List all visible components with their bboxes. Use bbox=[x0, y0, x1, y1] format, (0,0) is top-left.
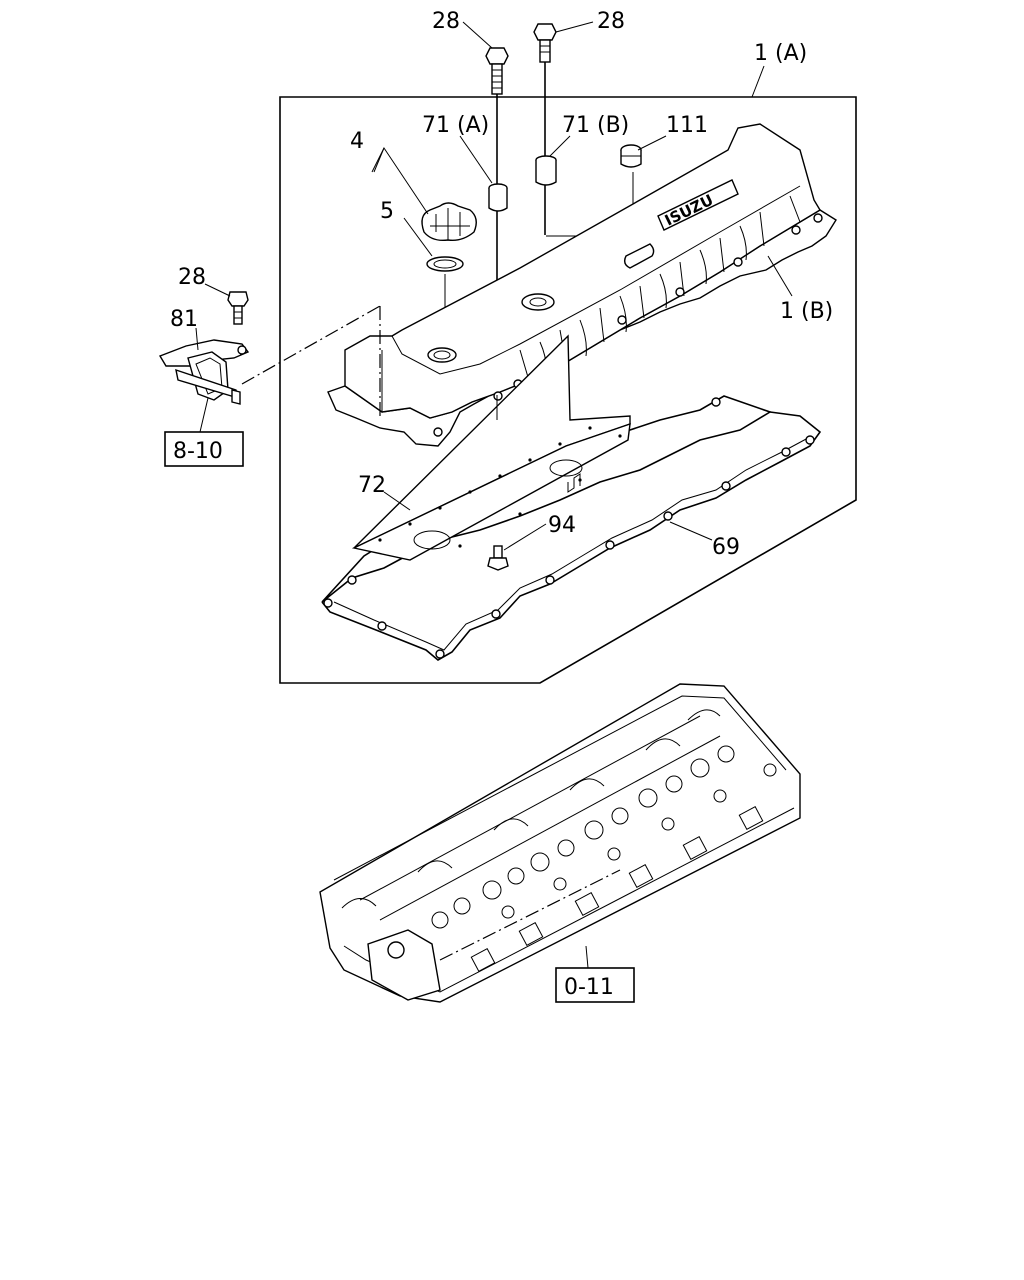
callout-28-top-right: 28 bbox=[597, 9, 625, 34]
callout-111: 111 bbox=[666, 113, 708, 138]
valve-cover-part: ISUZU bbox=[327, 123, 837, 447]
callout-71b: 71 (B) bbox=[562, 113, 629, 138]
gasket-69-part bbox=[321, 395, 822, 661]
callout-81: 81 bbox=[170, 307, 198, 332]
baffle-plate-72-part bbox=[351, 334, 631, 561]
phantom-line-head bbox=[439, 869, 621, 961]
callout-5: 5 bbox=[380, 199, 394, 224]
reference-box-0-11[interactable]: 0-11 bbox=[555, 967, 635, 1003]
seal-71b-part bbox=[535, 155, 557, 186]
callout-71a: 71 (A) bbox=[422, 113, 489, 138]
callout-1a: 1 (A) bbox=[754, 41, 807, 66]
bolt-28-top-right-part bbox=[533, 23, 557, 235]
reference-label-0-11: 0-11 bbox=[564, 975, 614, 1000]
phantom-line-bracket bbox=[241, 305, 381, 385]
callout-1b: 1 (B) bbox=[780, 299, 833, 324]
callout-28-left: 28 bbox=[178, 265, 206, 290]
seal-71a-part bbox=[488, 183, 508, 212]
callout-69: 69 bbox=[712, 535, 740, 560]
bolt-28-left-part bbox=[227, 291, 249, 325]
bolt-94-part bbox=[487, 545, 509, 571]
oil-filler-cap-part bbox=[421, 202, 477, 242]
bracket-81-part bbox=[158, 339, 250, 405]
cylinder-head-part bbox=[319, 683, 801, 1003]
leader-lines bbox=[195, 21, 793, 969]
callout-4: 4 bbox=[350, 129, 364, 154]
reference-box-8-10[interactable]: 8-10 bbox=[164, 431, 244, 467]
reference-label-8-10: 8-10 bbox=[173, 439, 223, 464]
callout-72: 72 bbox=[358, 473, 386, 498]
callout-94: 94 bbox=[548, 513, 576, 538]
assembly-boundary-box bbox=[279, 96, 857, 684]
callout-28-top-left: 28 bbox=[432, 9, 460, 34]
